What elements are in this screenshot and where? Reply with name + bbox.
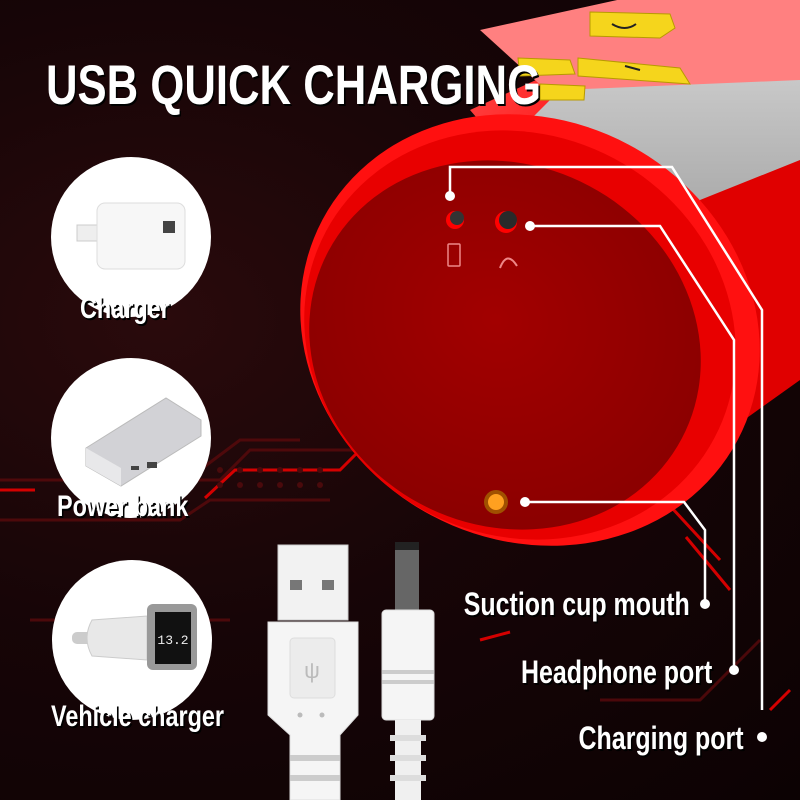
page-title: USB QUICK CHARGING (46, 53, 542, 116)
power-bank-icon (85, 397, 202, 487)
callout-suction-cup-mouth: Suction cup mouth (463, 586, 690, 622)
vehicle-charger-image-circle: 13.2 (52, 560, 212, 720)
svg-text:ψ: ψ (304, 658, 320, 683)
battery-charge-icon (447, 243, 461, 267)
power-bank-image-circle (51, 358, 211, 518)
svg-text:13.2: 13.2 (157, 633, 188, 648)
accessory-label-power-bank: Power bank (57, 490, 189, 523)
wall-charger-icon (76, 202, 186, 270)
car-charger-icon: 13.2 (72, 604, 197, 670)
headphone-icon (499, 257, 518, 269)
control-buttons (517, 11, 691, 101)
callout-headphone-port: Headphone port (520, 654, 712, 690)
callout-charging-port: Charging port (579, 720, 744, 756)
dc-barrel-plug (381, 542, 435, 800)
usb-a-plug: ψ (267, 544, 359, 800)
callout-lines (448, 165, 764, 710)
accessory-label-charger: Charger (80, 292, 170, 325)
accessory-label-vehicle-charger: Vehicle charger (51, 700, 225, 733)
charging-cable-illustration: ψ (267, 542, 435, 800)
charger-image-circle (51, 157, 211, 317)
